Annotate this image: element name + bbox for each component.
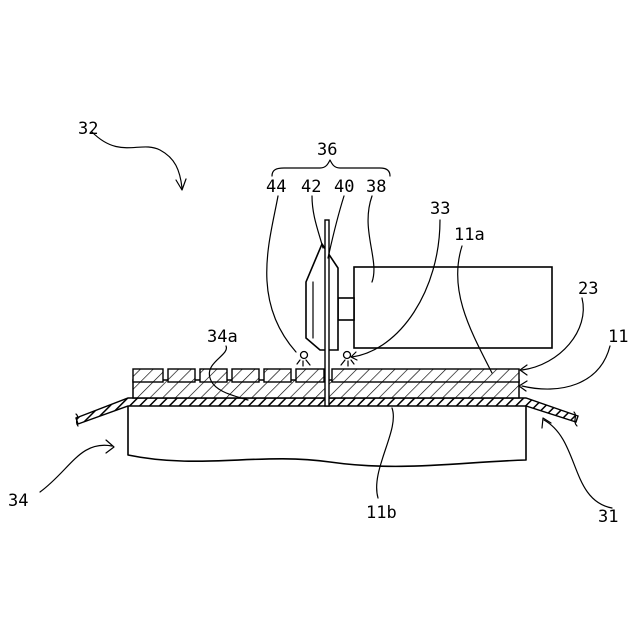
chip-segment [264, 369, 291, 382]
label-36: 36 [317, 140, 337, 160]
spindle-shaft [338, 298, 354, 320]
label-32: 32 [78, 119, 98, 139]
chip-segment [168, 369, 195, 382]
chip-segment [296, 369, 324, 382]
label-11b: 11b [366, 503, 397, 523]
label-33: 33 [430, 199, 450, 219]
label-38: 38 [366, 177, 386, 197]
brace-36 [272, 160, 390, 176]
label-23: 23 [578, 279, 598, 299]
label-40: 40 [334, 177, 354, 197]
label-11a: 11a [454, 225, 485, 245]
nozzle-44 [301, 352, 308, 359]
chip-segment [200, 369, 227, 382]
cutting-blade-40 [325, 220, 329, 406]
label-34a: 34a [207, 327, 238, 347]
nozzle-33 [344, 352, 351, 359]
label-31: 31 [598, 507, 618, 527]
chip-segment [133, 369, 163, 382]
blade-flange-42 [306, 244, 338, 350]
label-34: 34 [8, 491, 28, 511]
label-44: 44 [266, 177, 286, 197]
holder-block-34 [128, 406, 526, 466]
label-42: 42 [301, 177, 321, 197]
chip-segment [232, 369, 259, 382]
label-11: 11 [608, 327, 628, 347]
spindle-housing-38 [354, 267, 552, 348]
